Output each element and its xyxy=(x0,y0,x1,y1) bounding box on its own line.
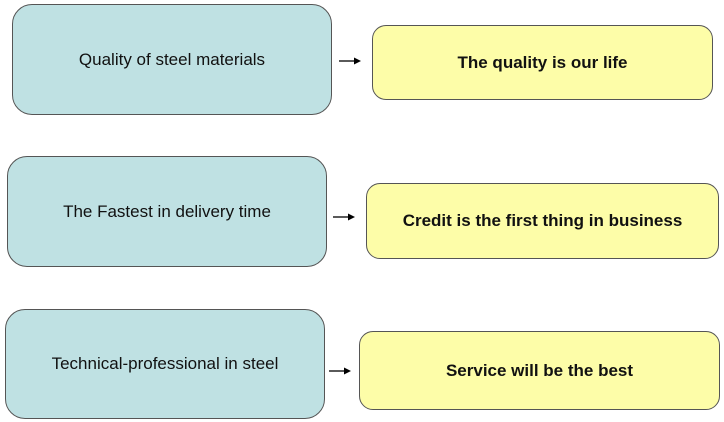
right-box-service: Service will be the best xyxy=(359,331,720,410)
arrow-right-icon xyxy=(333,213,355,221)
left-box-label: Quality of steel materials xyxy=(78,49,266,69)
arrow-right-icon xyxy=(329,367,351,375)
left-box-delivery: The Fastest in delivery time xyxy=(7,156,327,267)
left-box-label: The Fastest in delivery time xyxy=(63,201,271,221)
arrow-right-icon xyxy=(339,57,361,65)
left-box-quality: Quality of steel materials xyxy=(12,4,332,115)
right-box-credit: Credit is the first thing in business xyxy=(366,183,719,259)
right-box-label: The quality is our life xyxy=(457,52,628,72)
left-box-technical: Technical-professional in steel xyxy=(5,309,325,419)
right-box-label: Credit is the first thing in business xyxy=(402,211,683,230)
left-box-label: Technical-professional in steel xyxy=(51,354,279,373)
right-box-quality-life: The quality is our life xyxy=(372,25,713,100)
right-box-label: Service will be the best xyxy=(445,360,634,380)
